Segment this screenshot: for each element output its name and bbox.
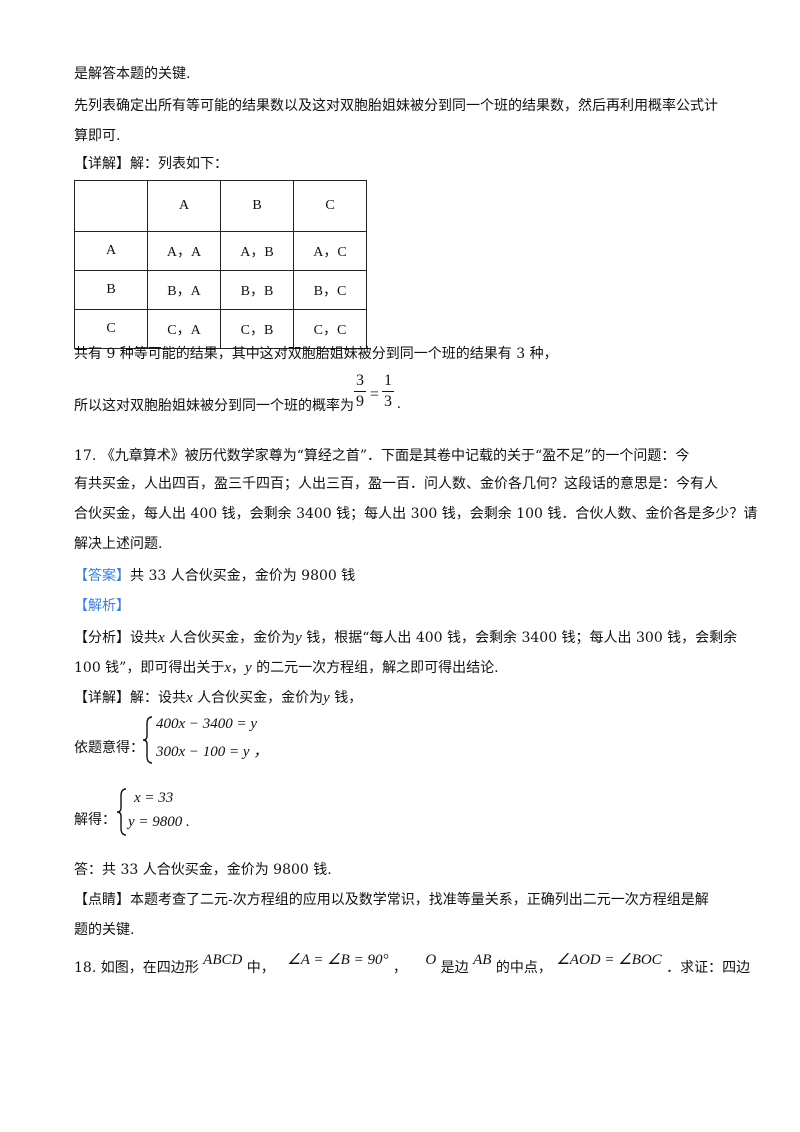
comment-line: 【点睛】本题考查了二元-次方程组的应用以及数学常识，找准等量关系，正确列出二元一…: [74, 892, 709, 908]
table-cell: C: [293, 180, 367, 232]
text-line: 共有 9 种等可能的结果，其中这对双胞胎姐妹被分到同一个班的结果有 3 种，: [74, 346, 558, 362]
math-var: y: [245, 660, 252, 676]
table-cell: [74, 180, 148, 232]
answer-tag: 【答案】: [74, 568, 130, 584]
text-line: 所以这对双胞胎姐妹被分到同一个班的概率为: [74, 398, 354, 414]
math-expr: O: [425, 952, 437, 968]
table-cell: A，A: [147, 231, 221, 271]
text-line: 解得：: [74, 812, 116, 828]
fraction-numerator: 1: [384, 372, 392, 389]
outcome-table: A B C A A，A A，B A，C B B，A B，B B，C C C，A …: [74, 180, 367, 349]
answer-text: 共 33 人合伙买金，金价为 9800 钱: [130, 568, 356, 584]
math-expr: ∠A = ∠B = 90°: [287, 952, 389, 968]
table-cell: B: [74, 270, 148, 310]
analysis-line: 100 钱”，即可得出关于x，y 的二元一次方程组，解之即可得出结论.: [74, 658, 499, 678]
math-var: x: [158, 630, 165, 646]
text-span: ，: [231, 660, 246, 676]
fraction-3-9: 3 9: [354, 372, 366, 411]
text-span: 人合伙买金，金价为: [192, 690, 324, 706]
fraction-1-3: 1 3: [382, 372, 394, 411]
text-line: 【详解】解：列表如下：: [74, 156, 228, 172]
text-span: 是边: [440, 960, 469, 976]
table-cell: C，B: [220, 309, 294, 349]
solution-x: x = 33: [134, 790, 174, 806]
period: .: [397, 396, 401, 412]
analysis-tag: 【解析】: [74, 598, 130, 614]
text-line: 依题意得：: [74, 740, 144, 756]
solution-line: 【详解】解：设共x 人合伙买金，金价为y 钱，: [74, 688, 362, 708]
question-18-line: 18. 如图，在四边形 ABCD 中， ∠A = ∠B = 90° ， O 是边…: [74, 952, 751, 978]
question-17-line: 解决上述问题.: [74, 536, 163, 552]
equation-1: 400x − 3400 = y: [156, 716, 258, 732]
fraction-bar: [382, 391, 394, 392]
equals-sign: =: [370, 386, 380, 403]
text-span: 人合伙买金，金价为: [164, 630, 296, 646]
brace-icon: [142, 716, 153, 764]
math-var: y: [323, 690, 330, 706]
question-17-line: 合伙买金，每人出 400 钱，会剩余 3400 钱；每人出 300 钱，会剩余 …: [74, 506, 758, 522]
fraction-bar: [354, 391, 366, 392]
table-row: A A，A A，B A，C: [74, 231, 367, 271]
text-line: 是解答本题的关键.: [74, 66, 191, 82]
table-row: C C，A C，B C，C: [74, 309, 367, 349]
math-var: y: [295, 630, 302, 646]
answer-line: 【答案】共 33 人合伙买金，金价为 9800 钱: [74, 566, 355, 586]
table-row: A B C: [74, 180, 367, 232]
solution-y: y = 9800 .: [128, 814, 190, 830]
text-span: 中，: [246, 960, 275, 976]
table-row: B B，A B，B B，C: [74, 270, 367, 310]
text-span: 【详解】解：设共: [74, 690, 186, 706]
fraction-numerator: 3: [356, 372, 364, 389]
question-17-line: 17. 《九章算术》被历代数学家尊为“算经之首”．下面是其卷中记载的关于“盈不足…: [74, 448, 690, 464]
text-line: 先列表确定出所有等可能的结果数以及这对双胞胎姐妹被分到同一个班的结果数，然后再利…: [74, 98, 718, 114]
table-cell: C，C: [293, 309, 367, 349]
text-span: 钱，根据“每人出 400 钱，会剩余 3400 钱；每人出 300 钱，会剩余: [301, 630, 738, 646]
math-var: x: [186, 690, 193, 706]
table-cell: B: [220, 180, 294, 232]
answer-statement: 答：共 33 人合伙买金，金价为 9800 钱.: [74, 862, 332, 878]
math-var: x: [224, 660, 232, 676]
table-cell: B，B: [220, 270, 294, 310]
table-cell: B，A: [147, 270, 221, 310]
equation-2: 300x − 100 = y ，: [156, 744, 269, 760]
math-expr: ABCD: [203, 952, 243, 968]
table-cell: A: [147, 180, 221, 232]
text-span: ，: [392, 960, 407, 976]
math-expr: ∠AOD = ∠BOC: [556, 952, 662, 968]
text-span: 的中点，: [495, 960, 552, 976]
table-cell: B，C: [293, 270, 367, 310]
table-cell: C: [74, 309, 148, 349]
analysis-line: 【分析】设共x 人合伙买金，金价为y 钱，根据“每人出 400 钱，会剩余 34…: [74, 628, 737, 648]
fraction-denominator: 9: [356, 393, 364, 410]
fraction-denominator: 3: [384, 393, 392, 410]
text-span: 【分析】设共: [74, 630, 158, 646]
math-expr: AB: [473, 952, 492, 968]
text-span: ．求证：四边: [666, 960, 751, 976]
text-line: 算即可.: [74, 128, 121, 144]
text-span: 钱，: [329, 690, 363, 706]
table-cell: C，A: [147, 309, 221, 349]
table-cell: A，B: [220, 231, 294, 271]
comment-line: 题的关键.: [74, 922, 135, 938]
brace-icon: [116, 788, 127, 836]
table-cell: A: [74, 231, 148, 271]
table-cell: A，C: [293, 231, 367, 271]
question-17-line: 有共买金，人出四百，盈三千四百；人出三百，盈一百．问人数、金价各几何？这段话的意…: [74, 476, 718, 492]
text-span: 18. 如图，在四边形: [74, 960, 199, 976]
text-span: 100 钱”，即可得出关于: [74, 660, 225, 676]
text-span: 的二元一次方程组，解之即可得出结论.: [251, 660, 499, 676]
